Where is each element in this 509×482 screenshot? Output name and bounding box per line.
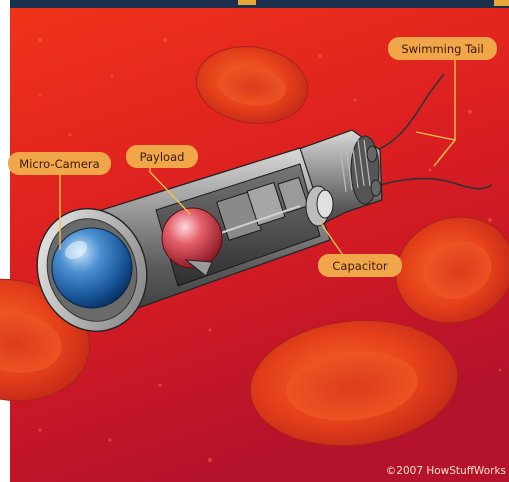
- label-micro-camera-text: Micro-Camera: [19, 157, 99, 171]
- tail-connector-lower: [371, 180, 381, 196]
- label-capacitor: Capacitor: [318, 254, 402, 277]
- label-capacitor-text: Capacitor: [332, 259, 387, 273]
- tail-connector-upper: [367, 146, 377, 162]
- payload-sphere: [162, 208, 222, 268]
- label-payload-text: Payload: [140, 150, 185, 164]
- label-payload: Payload: [126, 145, 198, 168]
- label-swimming-tail-text: Swimming Tail: [401, 42, 483, 56]
- label-swimming-tail: Swimming Tail: [388, 37, 497, 60]
- label-micro-camera: Micro-Camera: [8, 152, 111, 175]
- header-bar: [10, 0, 509, 8]
- header-accent-right: [494, 0, 509, 6]
- micro-camera-lens: [52, 228, 132, 308]
- header-accent: [238, 0, 256, 5]
- credit-text: ©2007 HowStuffWorks: [386, 465, 506, 477]
